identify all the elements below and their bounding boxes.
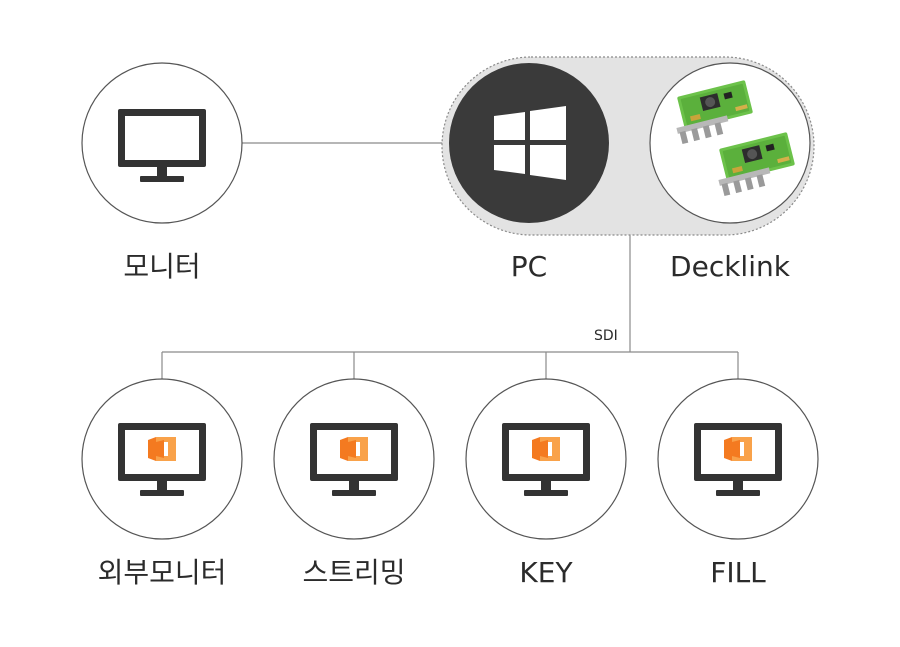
external-monitor-label: 외부모니터 [97, 556, 227, 589]
sdi-label: SDI [594, 328, 618, 344]
key-label: KEY [519, 556, 573, 589]
key-node [465, 378, 627, 540]
streaming-node [273, 378, 435, 540]
fill-node [657, 378, 819, 540]
pc-label: PC [510, 250, 548, 283]
windows-logo-icon [494, 106, 566, 180]
decklink-node [649, 62, 811, 224]
monitor-label: 모니터 [123, 250, 201, 283]
external-monitor-node [81, 378, 243, 540]
fill-label: FILL [710, 556, 766, 589]
streaming-label: 스트리밍 [302, 556, 406, 589]
pc-node [449, 63, 609, 223]
decklink-label: Decklink [670, 250, 790, 283]
monitor-node [81, 62, 243, 224]
